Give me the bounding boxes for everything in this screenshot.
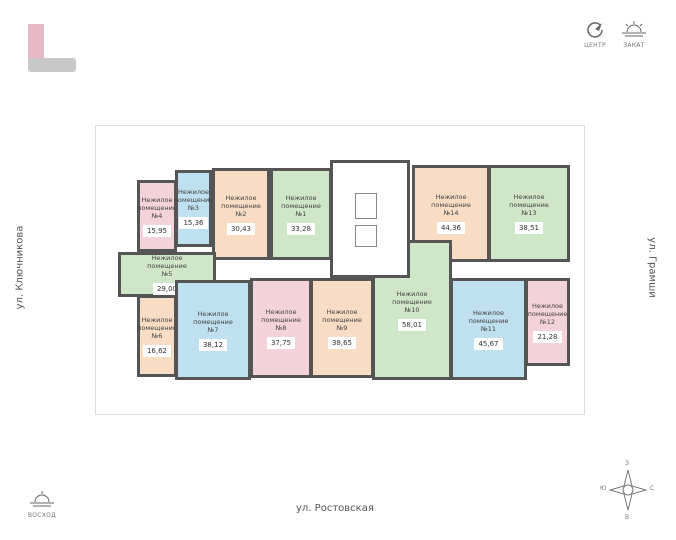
room-label: Нежилое помещение xyxy=(281,193,321,210)
room-label: Нежилое помещение xyxy=(193,309,233,326)
building-logo xyxy=(28,24,44,68)
compass-rose: З В Ю С xyxy=(600,460,655,521)
room-label: Нежилое помещение xyxy=(431,193,471,209)
room-area: 44,36 xyxy=(436,222,466,234)
elevator xyxy=(355,193,377,219)
room-label: Нежилое помещение xyxy=(261,307,301,324)
room-area: 15,95 xyxy=(142,224,172,237)
street-bottom: ул. Ростовская xyxy=(296,503,374,514)
room-label: Нежилое помещение xyxy=(322,307,362,324)
room-number: №6 xyxy=(151,331,163,340)
room-area: 38,12 xyxy=(198,338,228,351)
room-label: Нежилое помещение xyxy=(147,254,187,270)
room-number: №12 xyxy=(539,317,556,326)
elevator xyxy=(355,225,377,247)
room-label: Нежилое помещение xyxy=(527,301,568,318)
room-area: 29,00 xyxy=(152,283,182,295)
street-right: ул. Грамши xyxy=(646,237,658,298)
room-area: 58,01 xyxy=(397,318,427,331)
room-number: №4 xyxy=(151,211,163,220)
room-area: 21,28 xyxy=(533,330,562,343)
room-number: №10 xyxy=(404,305,420,314)
room-label: Нежилое помещение xyxy=(221,193,261,210)
sunrise-icon xyxy=(30,491,54,507)
room-area: 38,51 xyxy=(514,222,544,234)
room-number: №7 xyxy=(207,325,219,334)
room-area: 16,62 xyxy=(142,344,172,357)
compass-icon xyxy=(608,469,648,511)
street-left: ул. Ключникова xyxy=(14,225,26,310)
room-number: №2 xyxy=(235,209,247,218)
center-direction-icon xyxy=(587,22,603,38)
room-number: №14 xyxy=(443,209,459,217)
room-number: №8 xyxy=(275,323,287,332)
room-label: Нежилое помещение xyxy=(468,308,509,325)
room-area: 33,28 xyxy=(286,222,316,235)
sunrise-indicator: ВОСХОД xyxy=(22,490,62,519)
building-logo-base xyxy=(28,58,76,72)
room-label: Нежилое помещение xyxy=(137,315,177,332)
room-number: №11 xyxy=(480,324,497,333)
room-number: №3 xyxy=(188,204,199,212)
room-number: №9 xyxy=(336,323,348,332)
room-label: Нежилое помещение xyxy=(392,289,432,306)
room-number: №13 xyxy=(521,209,537,217)
room-label: Нежилое помещение xyxy=(173,188,214,204)
room-area: 45,67 xyxy=(474,337,503,350)
room-label: Нежилое помещение xyxy=(509,193,549,209)
sunset-indicator: ЗАКАТ xyxy=(616,20,652,49)
room-area: 38,65 xyxy=(327,336,357,349)
sunset-icon xyxy=(622,21,646,37)
site-outline xyxy=(95,125,585,415)
room-label: Нежилое помещение xyxy=(137,195,177,212)
center-indicator: ЦЕНТР xyxy=(578,20,612,49)
room-area: 15,36 xyxy=(179,217,208,229)
room-number: №5 xyxy=(161,270,173,278)
room-area: 30,43 xyxy=(226,222,256,235)
stair-elevator-core xyxy=(330,160,410,278)
room-number: №1 xyxy=(295,209,307,218)
room-area: 37,75 xyxy=(266,336,296,349)
